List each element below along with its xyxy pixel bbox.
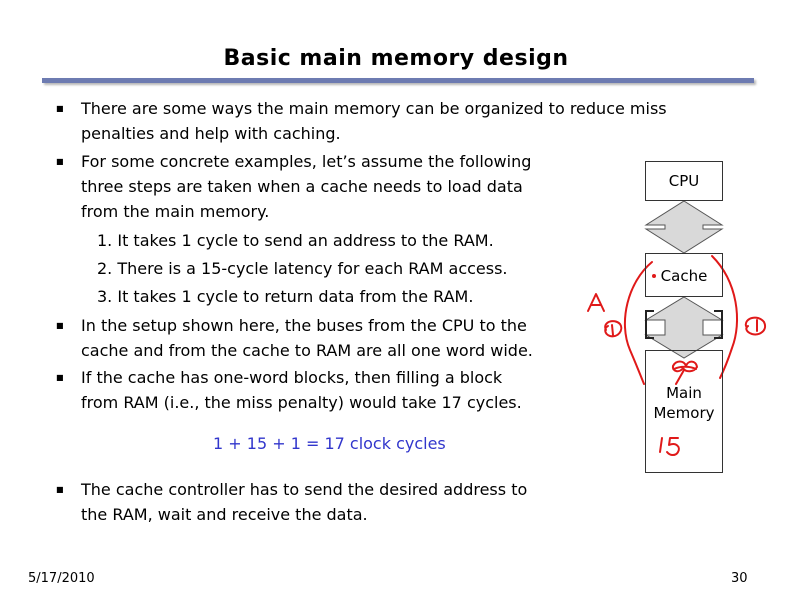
ink-letter-a: [587, 293, 605, 312]
step-3: 3. It takes 1 cycle to return data from …: [97, 287, 474, 306]
bullet-marker: ■: [56, 373, 64, 382]
ink-dot: [652, 274, 656, 278]
bullet-2-line-2: three steps are taken when a cache needs…: [81, 177, 523, 196]
bullet-marker: ■: [56, 485, 64, 494]
bullet-marker: ■: [56, 104, 64, 113]
ink-left-arc: [623, 261, 653, 385]
bus-arrow-cache-memory: [644, 296, 724, 359]
page-number: 30: [731, 571, 748, 586]
bullet-3-line-1: In the setup shown here, the buses from …: [81, 316, 527, 335]
ink-scribble: [671, 360, 698, 373]
slide-title: Basic main memory design: [223, 46, 569, 71]
ink-pointer: [675, 369, 685, 385]
ink-number-15: [659, 437, 680, 456]
bracket-right-icon: [714, 310, 723, 339]
bullet-4-line-2: from RAM (i.e., the miss penalty) would …: [81, 393, 522, 412]
bullet-2-line-1: For some concrete examples, let’s assume…: [81, 152, 532, 171]
equation: 1 + 15 + 1 = 17 clock cycles: [213, 434, 446, 453]
bullet-1-line-1: There are some ways the main memory can …: [81, 99, 667, 118]
bullet-marker: ■: [56, 157, 64, 166]
bracket-left-icon: [645, 310, 654, 339]
memory-label-line-1: Main: [666, 384, 702, 402]
title-underline: [42, 78, 754, 83]
footer-date: 5/17/2010: [28, 571, 95, 586]
memory-label-line-2: Memory: [653, 404, 715, 422]
bullet-3-line-2: cache and from the cache to RAM are all …: [81, 341, 533, 360]
cpu-box: CPU: [645, 161, 723, 201]
bullet-1-line-2: penalties and help with caching.: [81, 124, 341, 143]
main-memory-box: Main Memory: [645, 350, 723, 473]
ink-circle-one-left: [604, 320, 623, 338]
bullet-marker: ■: [56, 321, 64, 330]
cpu-label: CPU: [668, 172, 700, 190]
ink-circle-one-right: [744, 316, 766, 336]
ink-right-arc: [711, 255, 738, 379]
cache-label: Cache: [660, 267, 708, 285]
bullet-5-line-2: the RAM, wait and receive the data.: [81, 505, 368, 524]
bullet-4-line-1: If the cache has one-word blocks, then f…: [81, 368, 503, 387]
step-2: 2. There is a 15-cycle latency for each …: [97, 259, 508, 278]
step-1: 1. It takes 1 cycle to send an address t…: [97, 231, 494, 250]
bullet-5-line-1: The cache controller has to send the des…: [81, 480, 528, 499]
cache-box: Cache: [645, 253, 723, 297]
bullet-2-line-3: from the main memory.: [81, 202, 270, 221]
bus-arrow-cpu-cache: [644, 200, 724, 254]
